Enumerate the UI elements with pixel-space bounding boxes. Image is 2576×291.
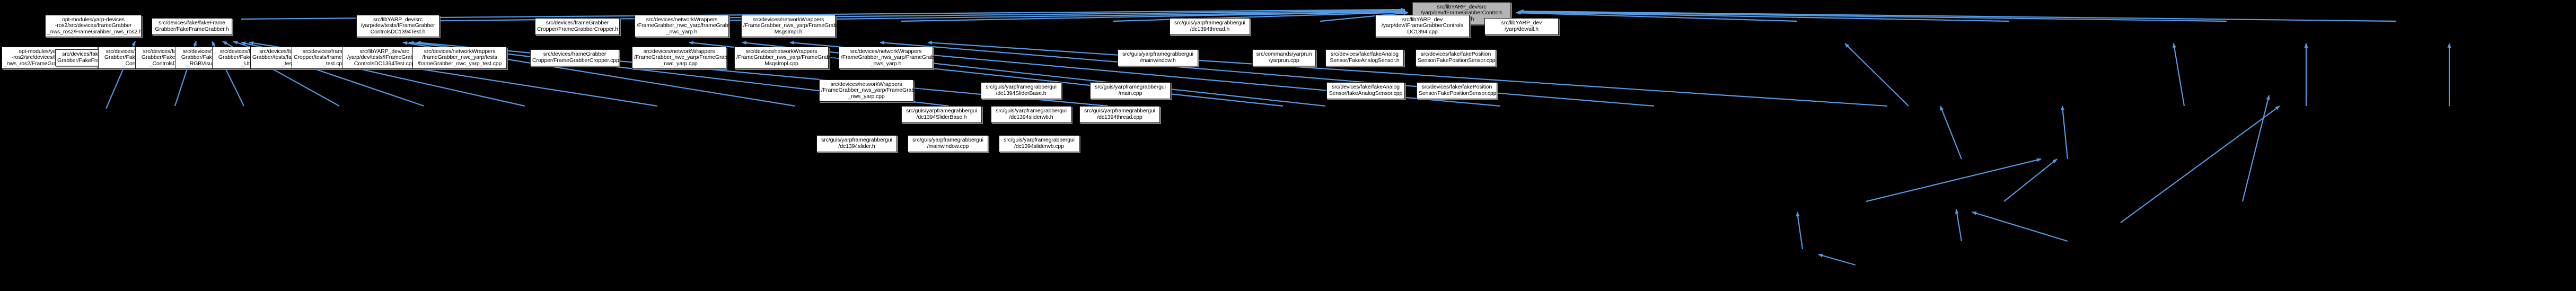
node-iframegrabbercontrolsdc1394test-h[interactable]: src/libYARP_dev/src /yarp/dev/tests/IFra… xyxy=(356,15,439,37)
node-framegrabber-nws-yarp-cpp[interactable]: src/devices/networkWrappers /FrameGrabbe… xyxy=(819,80,922,102)
node-iframegrabbercontrolsdc1394-cpp[interactable]: src/libYARP_dev /yarp/dev/IFrameGrabberC… xyxy=(1375,15,1470,37)
node-framegrabber-nws-ros2-h[interactable]: opt-modules/yarp-devices -ros2/src/devic… xyxy=(45,15,142,37)
node-fakeanalogsensor-h[interactable]: src/devices/fake/fakeAnalog Sensor/FakeA… xyxy=(1325,49,1404,66)
node-dc1394thread-h[interactable]: src/guis/yarpframegrabbergui /dc1394thre… xyxy=(1170,18,1250,35)
node-mainwindow-h[interactable]: src/guis/yarpframegrabbergui /mainwindow… xyxy=(1118,49,1198,66)
node-label: src/devices/networkWrappers /FrameGrabbe… xyxy=(821,81,922,100)
node-label: src/devices/frameGrabber Cropper/FrameGr… xyxy=(537,20,618,32)
node-label: src/commands/yarprun /yarprun.cpp xyxy=(1256,51,1312,64)
node-label: src/devices/networkWrappers /FrameGrabbe… xyxy=(736,48,838,67)
node-label: src/libYARP_dev /yarp/dev/all.h xyxy=(1501,20,1542,32)
node-label: src/guis/yarpframegrabbergui /mainwindow… xyxy=(912,137,983,149)
node-dc1394sliderbase-h-2[interactable]: src/guis/yarpframegrabbergui /dc1394Slid… xyxy=(901,106,982,123)
node-dc1394slider-h[interactable]: src/guis/yarpframegrabbergui /dc1394slid… xyxy=(816,135,897,152)
node-label: src/guis/yarpframegrabbergui /dc1394slid… xyxy=(996,108,1067,120)
node-label: src/guis/yarpframegrabbergui /dc1394Slid… xyxy=(986,84,1057,96)
node-fakeanalogsensor-cpp[interactable]: src/devices/fake/fakeAnalog Sensor/fakeA… xyxy=(1326,82,1405,99)
node-framegrabber-nwc-yarp-test-cpp[interactable]: src/devices/networkWrappers /frameGrabbe… xyxy=(412,47,507,69)
node-label: src/guis/yarpframegrabbergui /dc1394slid… xyxy=(821,137,892,149)
node-label: src/devices/networkWrappers /FrameGrabbe… xyxy=(634,48,735,67)
node-label: opt-modules/yarp-devices -ros2/src/devic… xyxy=(47,16,142,35)
node-yarp-dev-all-h[interactable]: src/libYARP_dev /yarp/dev/all.h xyxy=(1484,18,1559,35)
node-label: src/guis/yarpframegrabbergui /dc1394Slid… xyxy=(906,108,977,120)
node-label: src/devices/fake/fakeFrame Grabber/FakeF… xyxy=(57,51,137,64)
node-yarpframegrabbergui-main-cpp[interactable]: src/guis/yarpframegrabbergui /main.cpp xyxy=(1090,82,1171,99)
node-fakeframegrabber-h[interactable]: src/devices/fake/fakeFrame Grabber/FakeF… xyxy=(152,18,232,35)
node-dc1394sliderwb-cpp[interactable]: src/guis/yarpframegrabbergui /dc1394slid… xyxy=(999,135,1079,152)
node-label: src/devices/networkWrappers /FrameGrabbe… xyxy=(743,16,845,35)
node-label: src/guis/yarpframegrabbergui /main.cpp xyxy=(1095,84,1166,96)
node-fakepositionsensor-cpp[interactable]: src/devices/fake/fakePosition Sensor/Fak… xyxy=(1417,82,1497,99)
node-framegrabbercropper-cpp[interactable]: src/devices/frameGrabber Cropper/FrameGr… xyxy=(530,49,619,66)
node-mainwindow-cpp[interactable]: src/guis/yarpframegrabbergui /mainwindow… xyxy=(908,135,988,152)
node-framegrabber-nws-yarp-h[interactable]: src/devices/networkWrappers /FrameGrabbe… xyxy=(839,47,942,69)
node-framegrabber-nwc-yarp-cpp[interactable]: src/devices/networkWrappers /FrameGrabbe… xyxy=(632,47,735,69)
node-dc1394sliderwb-h[interactable]: src/guis/yarpframegrabbergui /dc1394slid… xyxy=(991,106,1071,123)
node-label: src/devices/fake/fakeAnalog Sensor/FakeA… xyxy=(1330,51,1400,64)
node-fakepositionsensor-h[interactable]: src/devices/fake/fakePosition Sensor/Fak… xyxy=(1416,49,1496,66)
node-label: src/devices/networkWrappers /FrameGrabbe… xyxy=(637,16,736,35)
node-label: src/devices/fake/fakePosition Sensor/Fak… xyxy=(1419,84,1497,96)
node-label: src/devices/fake/fakePosition Sensor/Fak… xyxy=(1418,51,1496,64)
node-framegrabber-nwc-yarp-h[interactable]: src/devices/networkWrappers /FrameGrabbe… xyxy=(635,15,736,37)
node-label: src/devices/frameGrabber Cropper/FrameGr… xyxy=(532,51,619,64)
node-dc1394thread-cpp[interactable]: src/guis/yarpframegrabbergui /dc1394thre… xyxy=(1079,106,1160,123)
node-framegrabbercropper-h[interactable]: src/devices/frameGrabber Cropper/FrameGr… xyxy=(535,18,620,35)
node-label: src/guis/yarpframegrabbergui /mainwindow… xyxy=(1122,51,1193,64)
node-label: src/devices/fake/fakeAnalog Sensor/fakeA… xyxy=(1329,84,1403,96)
node-label: src/guis/yarpframegrabbergui /dc1394thre… xyxy=(1084,108,1155,120)
node-label: src/devices/fake/fakeFrame Grabber/FakeF… xyxy=(155,20,229,32)
node-framegrabbermsgsimpl-h[interactable]: src/devices/networkWrappers /FrameGrabbe… xyxy=(741,15,845,37)
node-dc1394sliderbase-h[interactable]: src/guis/yarpframegrabbergui /dc1394Slid… xyxy=(981,82,1061,99)
node-framegrabbermsgsimpl-cpp[interactable]: src/devices/networkWrappers /FrameGrabbe… xyxy=(734,47,838,69)
node-label: src/guis/yarpframegrabbergui /dc1394thre… xyxy=(1174,20,1245,32)
node-label: src/libYARP_dev/src /yarp/dev/tests/IFra… xyxy=(361,16,435,35)
node-label: src/devices/networkWrappers /frameGrabbe… xyxy=(417,48,502,67)
node-label: src/guis/yarpframegrabbergui /dc1394slid… xyxy=(1004,137,1075,149)
node-yarprun-cpp[interactable]: src/commands/yarprun /yarprun.cpp xyxy=(1252,49,1316,66)
node-label: src/devices/networkWrappers /FrameGrabbe… xyxy=(841,48,942,67)
node-label: src/libYARP_dev /yarp/dev/IFrameGrabberC… xyxy=(1382,16,1463,35)
node-label: opt-modules/yarp-devices -ros2/src/devic… xyxy=(4,48,104,67)
